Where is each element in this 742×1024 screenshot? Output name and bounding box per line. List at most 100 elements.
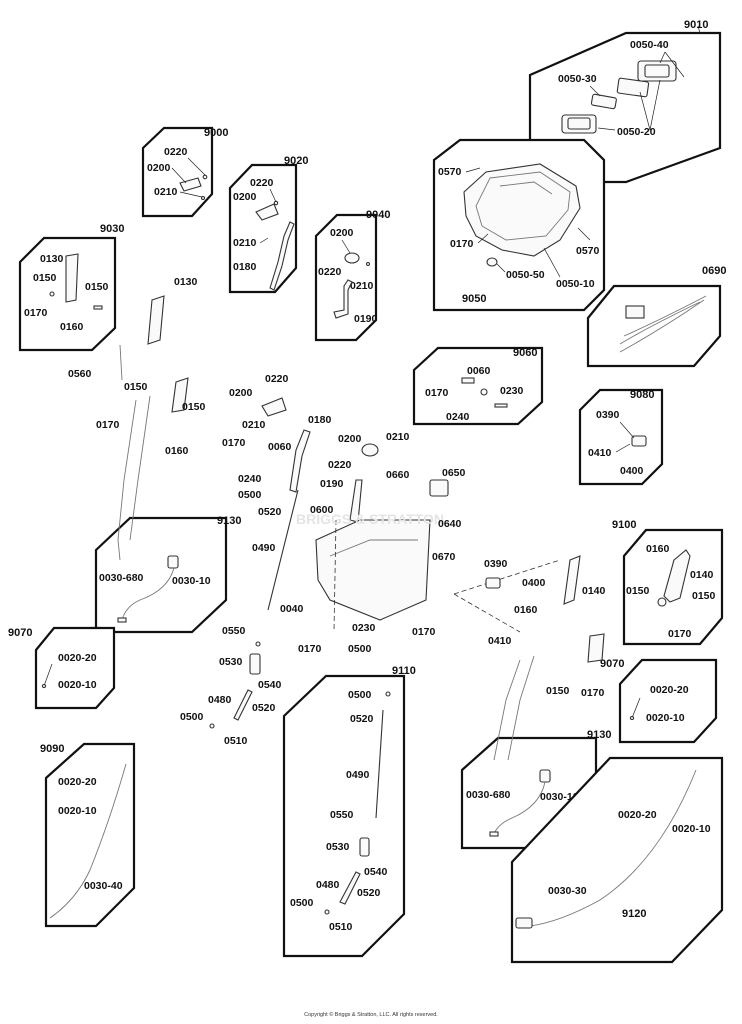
group-0690: 0690	[586, 265, 726, 368]
fitting-part	[629, 715, 635, 721]
group-9120: 9120 0020-20 0020-10 0030-30	[510, 756, 724, 964]
handle-frame	[129, 395, 151, 541]
watermark: BRIGGS & STRATTON	[296, 511, 444, 527]
lever-part	[179, 177, 202, 192]
cable-part	[529, 769, 697, 927]
handle-frame	[117, 399, 137, 561]
spring-part	[119, 344, 123, 381]
part-label: 0030-680	[466, 789, 511, 801]
group-label: 9110	[392, 665, 416, 677]
cable-end-part	[515, 917, 533, 929]
part-label: 0520	[252, 702, 276, 714]
part-label: 0500	[348, 643, 372, 655]
part-label: 0060	[467, 365, 491, 377]
part-label: 0020-10	[58, 679, 97, 691]
part-label: 0210	[386, 431, 410, 443]
group-label: 9020	[284, 155, 308, 167]
nut-part	[255, 641, 261, 647]
part-label: 0410	[488, 635, 512, 647]
part-label: 0050-50	[506, 269, 545, 281]
part-label: 0150	[124, 381, 148, 393]
nut-part	[209, 723, 215, 729]
group-label: 9060	[513, 347, 537, 359]
group-label: 9070	[600, 658, 624, 670]
switch-part	[631, 435, 647, 447]
group-9090: 9090 0020-20 0020-10 0030-40	[40, 742, 136, 928]
part-label: 0550	[222, 625, 246, 637]
trim-piece-part	[616, 77, 650, 98]
part-label: 0600	[310, 504, 334, 516]
part-label: 0560	[68, 368, 92, 380]
part-label: 0490	[252, 542, 276, 554]
panel-detail	[475, 171, 571, 241]
rod-part	[349, 479, 363, 523]
part-label: 0200	[338, 433, 362, 445]
part-label: 0570	[576, 245, 600, 257]
group-9060: 9060 0060 0170 0230 0240	[412, 346, 544, 426]
handle-assembly-right	[453, 555, 605, 761]
group-label: 9050	[462, 293, 486, 305]
bolt-part	[494, 403, 508, 408]
fitting-part	[41, 683, 47, 689]
trim-insert-part	[644, 64, 670, 78]
spacer-part	[249, 653, 261, 675]
group-label: 9120	[622, 908, 646, 920]
grip-part	[663, 549, 691, 603]
part-label: 0170	[425, 387, 449, 399]
nut-part	[385, 691, 391, 697]
console-bracket-part	[315, 519, 431, 621]
nut-part	[49, 291, 55, 297]
switch-part	[429, 479, 449, 497]
switch-part	[167, 555, 179, 569]
hub-part	[657, 597, 667, 607]
loose-part-labels: 0130 0560 0150 0150 0170 0160 0220 0200 …	[68, 276, 606, 747]
terminal-part	[117, 617, 127, 623]
part-label: 0030-10	[172, 575, 211, 587]
part-label: 0530	[326, 841, 350, 853]
part-label: 0020-20	[58, 652, 97, 664]
bracket-detail	[329, 539, 418, 557]
part-label: 0500	[238, 489, 262, 501]
part-label: 0150	[626, 585, 650, 597]
part-label: 0020-20	[650, 684, 689, 696]
spring-part	[461, 377, 475, 384]
part-label: 0030-30	[548, 885, 587, 897]
part-label: 0540	[364, 866, 388, 878]
part-label: 0130	[174, 276, 198, 288]
handle-frame	[493, 659, 521, 761]
part-label: 0050-40	[630, 39, 669, 51]
nut-part	[324, 909, 330, 915]
part-label: 0160	[514, 604, 538, 616]
part-label: 0220	[164, 146, 188, 158]
part-label: 0150	[182, 401, 206, 413]
cable-part	[49, 763, 127, 919]
wire-lead	[493, 781, 546, 835]
washer-part	[480, 388, 488, 396]
part-label: 0060	[268, 441, 292, 453]
group-9020: 9020 0220 0200 0210 0180	[228, 155, 308, 294]
control-assembly-center	[261, 397, 449, 631]
part-label: 0200	[229, 387, 253, 399]
link-part	[339, 871, 361, 905]
part-label: 0400	[620, 465, 644, 477]
bracket-part	[289, 429, 311, 493]
part-label: 0660	[386, 469, 410, 481]
assembly-line	[453, 559, 561, 595]
part-label: 0520	[350, 713, 374, 725]
part-label: 0020-10	[58, 805, 97, 817]
part-label: 0240	[446, 411, 470, 423]
group-9000: 9000 0220 0200 0210	[141, 126, 228, 218]
spacer-part	[359, 837, 370, 857]
grip-part	[171, 377, 189, 413]
part-label: 0640	[438, 518, 462, 530]
part-label: 0650	[442, 467, 466, 479]
part-label: 0050-20	[617, 126, 656, 138]
group-label: 9080	[630, 389, 654, 401]
part-label: 0130	[40, 253, 64, 265]
plug-part	[486, 257, 498, 267]
part-label: 0200	[147, 162, 171, 174]
lever-part	[255, 203, 279, 221]
group-label: 9030	[100, 223, 124, 235]
part-label: 0140	[690, 569, 714, 581]
group-9080: 9080 0390 0410 0400	[578, 388, 664, 486]
